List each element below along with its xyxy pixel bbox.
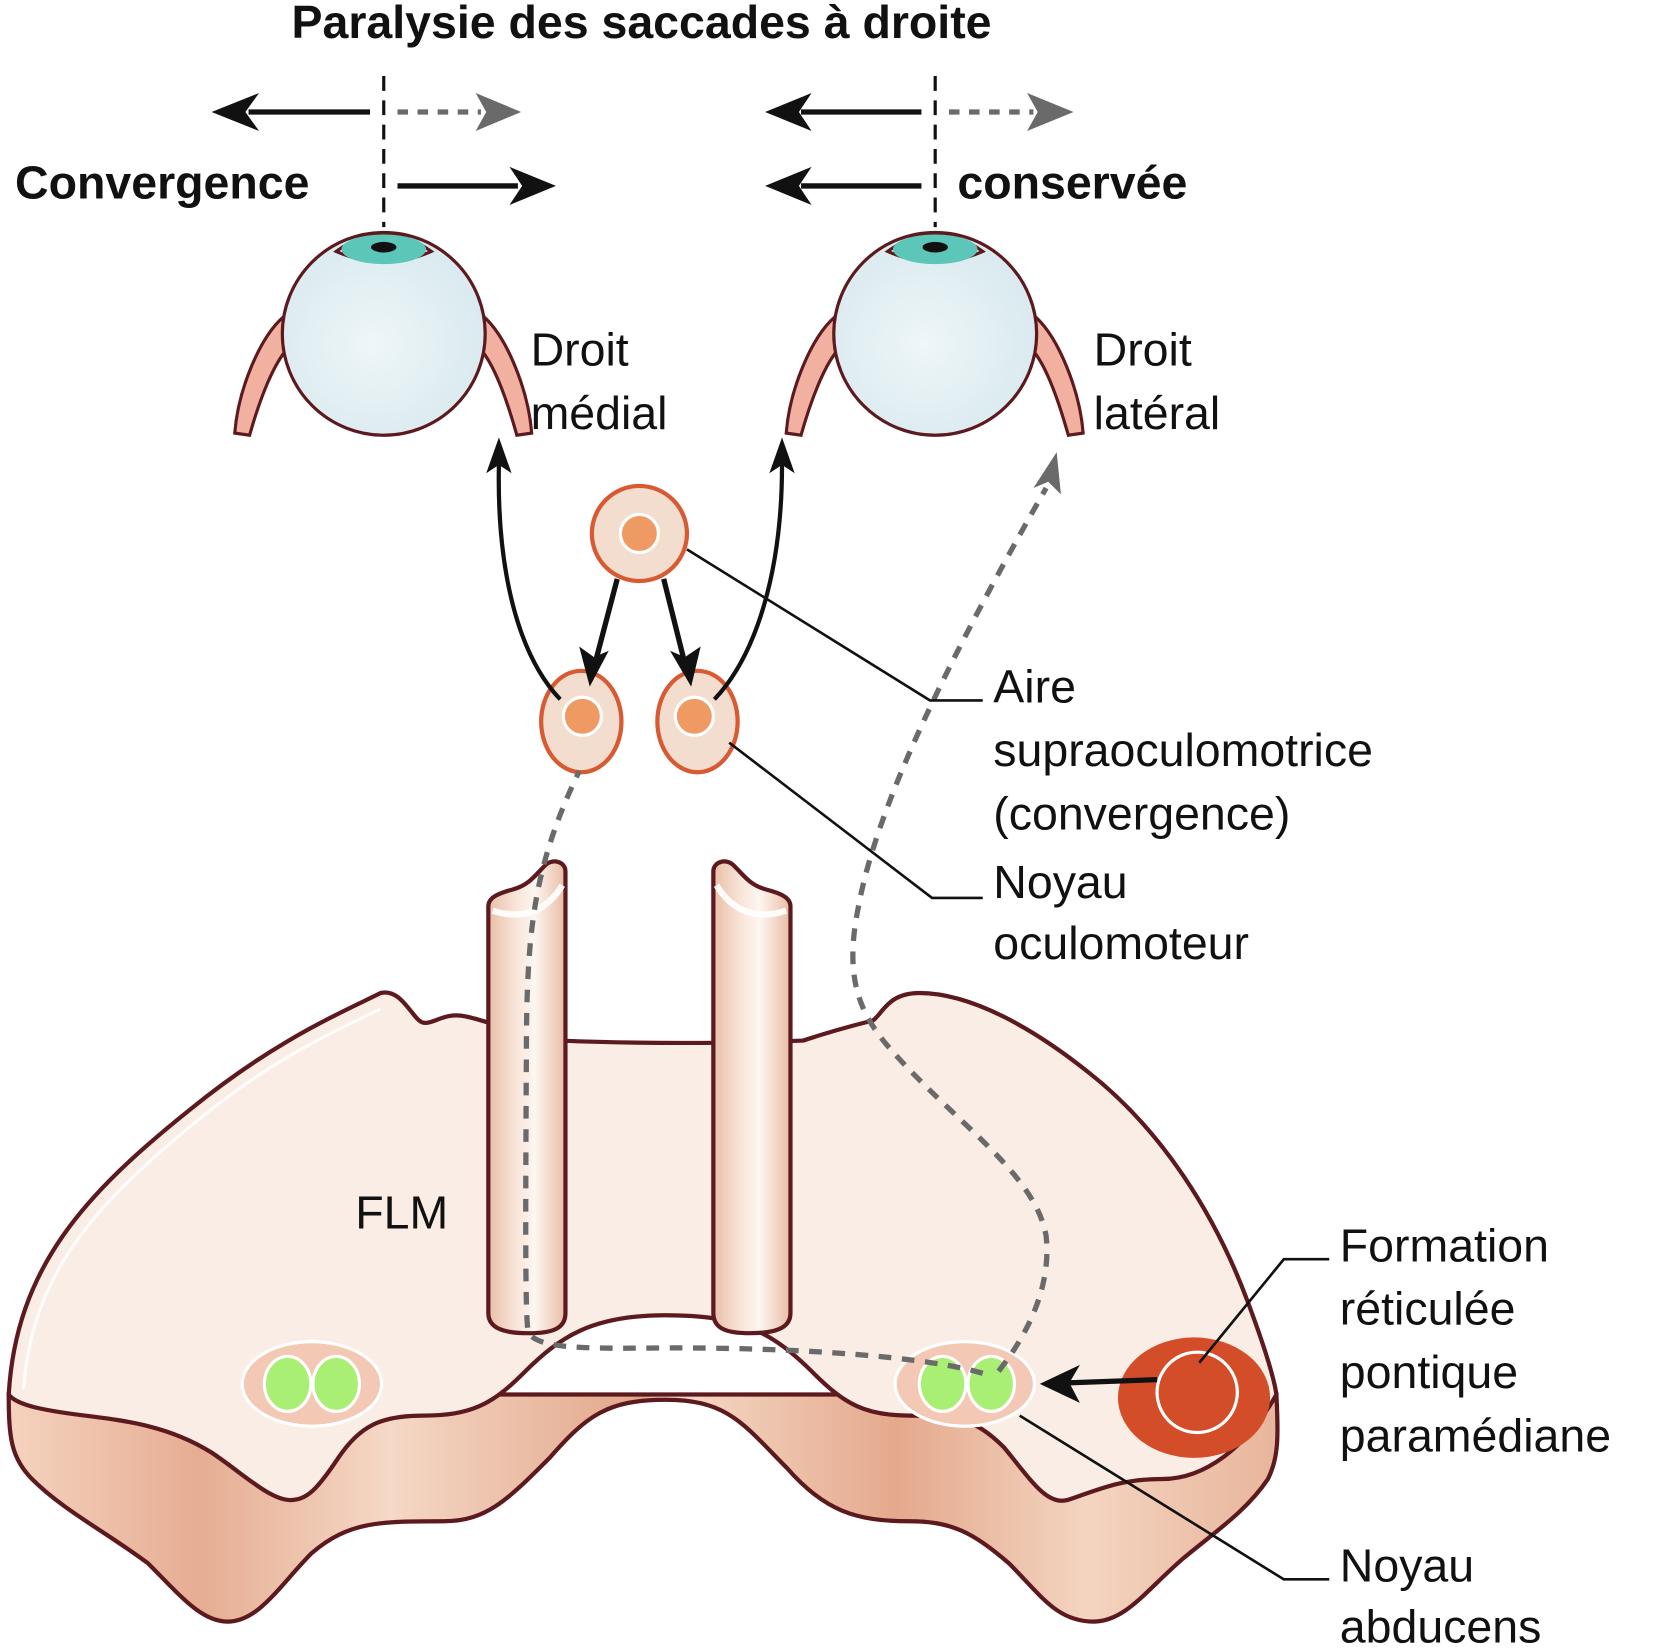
right-medial-muscle — [478, 313, 534, 438]
supra-to-left-oculomotor-arrow — [592, 578, 620, 665]
right-medial-muscle-eye2 — [784, 313, 841, 438]
left-abducens-nucleus — [240, 1340, 384, 1428]
label-oculomotor-1: Noyau — [993, 856, 1127, 908]
arrowhead-left-icon — [765, 166, 812, 205]
pons — [6, 990, 1280, 1624]
label-supraoculomotor-3: (convergence) — [993, 787, 1290, 839]
label-droit-lateral-1: Droit — [1094, 324, 1192, 376]
label-supraoculomotor-1: Aire — [993, 661, 1076, 713]
label-pprf-4: paramédiane — [1340, 1410, 1611, 1462]
pprf-to-abducens-arrow — [1067, 1377, 1158, 1386]
abducens-cell — [311, 1354, 362, 1413]
right-eye-arrows — [765, 76, 1074, 228]
label-pprf-1: Formation — [1340, 1219, 1549, 1271]
left-lateral-muscle — [233, 313, 290, 438]
title: Paralysie des saccades à droite — [291, 0, 991, 48]
arrowhead-up-icon — [486, 437, 512, 474]
label-droit-lateral-2: latéral — [1094, 387, 1221, 439]
label-flm: FLM — [355, 1187, 448, 1239]
left-eye-arrows — [211, 76, 556, 228]
left-oculomotor-nucleus — [539, 668, 624, 775]
supra-to-right-oculomotor-arrow — [661, 578, 688, 665]
label-conservee: conservée — [957, 157, 1187, 209]
label-abducens-2: abducens — [1340, 1601, 1542, 1648]
right-pupil — [922, 241, 948, 253]
leader-abducens — [1019, 1414, 1330, 1581]
abducens-cell — [262, 1354, 313, 1413]
arrowhead-left-icon — [765, 92, 812, 131]
arrowhead-down-icon — [579, 646, 609, 687]
flm-right-column — [711, 859, 793, 1336]
pons-highlight — [21, 1007, 382, 1390]
arrowhead-left-icon — [1039, 1364, 1080, 1403]
flm-internuclear-path — [523, 770, 984, 1376]
arrowhead-up-icon — [769, 437, 795, 474]
label-droit-medial-2: médial — [531, 387, 668, 439]
flm-left-column — [486, 859, 568, 1336]
leader-oculomotor — [728, 741, 983, 900]
pprf — [1117, 1337, 1271, 1458]
label-supraoculomotor-2: supraoculomotrice — [993, 724, 1373, 776]
left-pupil — [371, 241, 397, 253]
left-eye — [233, 230, 534, 438]
pons-top-surface — [6, 990, 1279, 1503]
label-pprf-3: pontique — [1340, 1346, 1518, 1398]
oculomotor-to-medial-rectus-right — [712, 464, 785, 701]
label-oculomotor-2: oculomoteur — [993, 917, 1249, 969]
arrowhead-right-icon — [475, 92, 522, 131]
label-pprf-2: réticulée — [1340, 1283, 1516, 1335]
label-droit-medial-1: Droit — [531, 324, 629, 376]
arrowhead-left-icon — [211, 92, 260, 131]
right-eye — [784, 230, 1085, 438]
right-lateral-muscle — [1029, 313, 1085, 438]
arrowhead-right-icon — [509, 166, 556, 205]
leader-pprf — [1198, 1257, 1330, 1364]
label-convergence: Convergence — [15, 157, 309, 209]
arrowhead-up-gray-icon — [1033, 452, 1061, 495]
supraoculomotor-area — [589, 483, 690, 584]
abducens-to-lateral-rectus-path — [850, 486, 1050, 1373]
abducens-cell — [966, 1354, 1017, 1413]
label-abducens-1: Noyau — [1340, 1539, 1474, 1591]
leader-supraoculomotor — [686, 548, 983, 702]
arrowhead-right-icon — [1027, 92, 1074, 131]
arrowhead-down-icon — [670, 646, 701, 687]
oculomotor-to-medial-rectus-left — [496, 464, 562, 701]
abducens-cell — [917, 1354, 968, 1413]
right-abducens-nucleus — [893, 1340, 1037, 1428]
